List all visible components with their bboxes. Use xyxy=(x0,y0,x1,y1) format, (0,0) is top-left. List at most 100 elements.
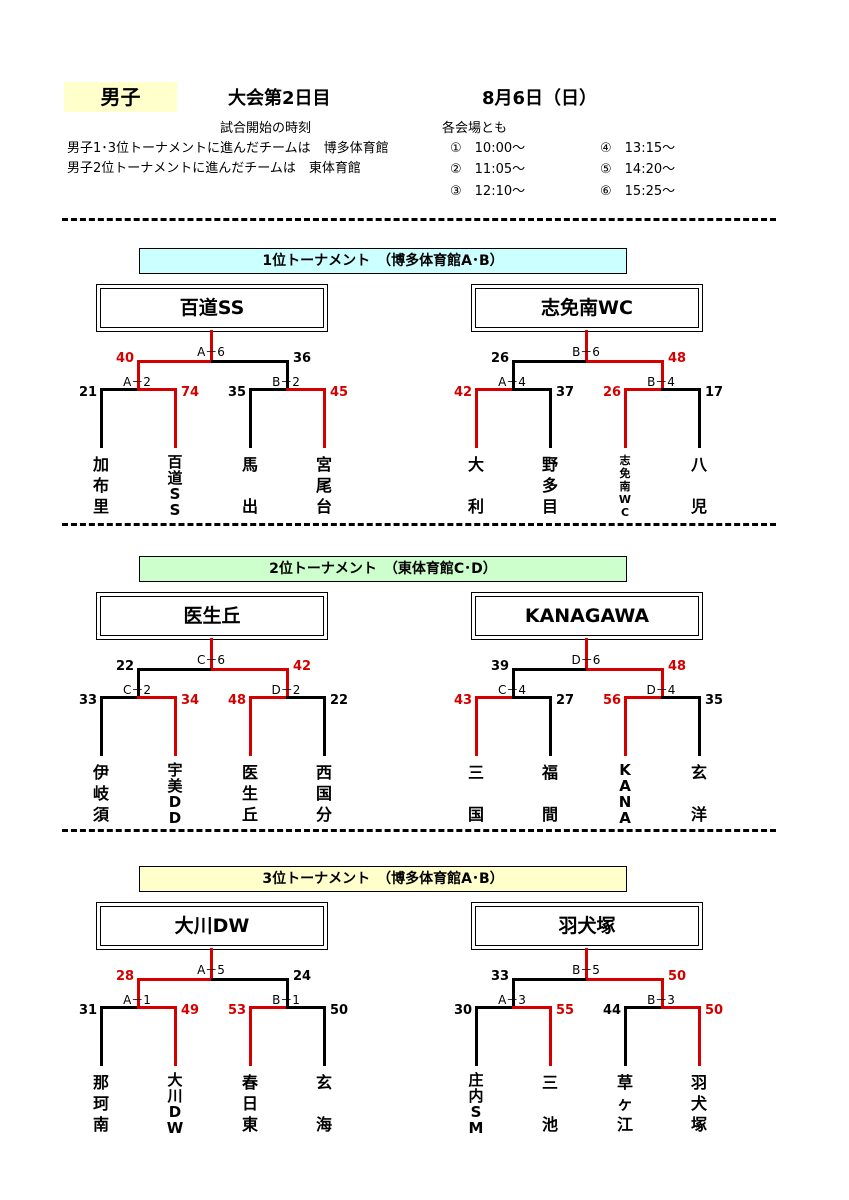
score: 35 xyxy=(227,385,247,400)
team-name: 草ヶ江 xyxy=(616,1073,633,1134)
bracket-line xyxy=(323,1006,326,1066)
bracket-line xyxy=(137,1006,176,1009)
score: 42 xyxy=(292,659,312,674)
match-label: C－4 xyxy=(497,683,526,697)
team-name: 医生丘 xyxy=(241,763,258,824)
bracket-line xyxy=(698,696,701,756)
team-name: 福 間 xyxy=(541,763,558,824)
bracket-line xyxy=(137,668,212,671)
bracket-line xyxy=(624,696,627,756)
bracket-line xyxy=(137,360,140,391)
team-name: 加布里 xyxy=(92,455,109,516)
score: 27 xyxy=(555,693,575,708)
match-label: A－6 xyxy=(197,345,225,359)
bracket-line xyxy=(475,388,478,448)
team-name: 玄 洋 xyxy=(690,763,707,824)
divider xyxy=(62,829,776,832)
bracket-line xyxy=(286,1006,325,1009)
champion-box: 志免南WC xyxy=(471,284,703,332)
team-name: 馬 出 xyxy=(241,455,258,516)
section-title: 3位トーナメント （博多体育館A･B） xyxy=(139,866,627,892)
bracket-line xyxy=(512,978,515,1009)
score: 49 xyxy=(180,1003,200,1018)
team-name: 春日東 xyxy=(241,1073,258,1134)
bracket-line xyxy=(512,668,587,671)
bracket-line xyxy=(286,696,325,699)
bracket-line xyxy=(698,1006,701,1066)
bracket-line xyxy=(475,696,478,756)
time-slot-4: ④ 13:15～ xyxy=(600,141,676,156)
champion-box: 羽犬塚 xyxy=(471,902,703,950)
score: 48 xyxy=(227,693,247,708)
bracket-line xyxy=(137,978,140,1009)
score: 43 xyxy=(453,693,473,708)
bracket-line xyxy=(661,978,664,1009)
bracket-line xyxy=(585,948,588,981)
bracket-line xyxy=(661,360,664,391)
bracket-line xyxy=(475,696,513,699)
time-slot-1: ① 10:00～ xyxy=(450,141,526,156)
note-line-1: 男子1･3位トーナメントに進んだチームは 博多体育館 xyxy=(67,141,389,156)
bracket-line xyxy=(475,1006,478,1066)
score: 56 xyxy=(602,693,622,708)
bracket-line xyxy=(211,360,288,363)
team-name: 那珂南 xyxy=(92,1073,109,1134)
divider xyxy=(62,218,776,221)
divider xyxy=(62,523,776,526)
bracket-line xyxy=(475,1006,513,1009)
time-slot-5: ⑤ 14:20～ xyxy=(600,162,676,177)
bracket-line xyxy=(512,978,587,981)
bracket-line xyxy=(585,330,588,363)
match-label: C－2 xyxy=(122,683,151,697)
bracket-line xyxy=(249,388,287,391)
match-label: B－1 xyxy=(272,993,300,1007)
bracket-line xyxy=(661,668,664,699)
team-name: 宮尾台 xyxy=(315,455,332,516)
tournament-day: 大会第2日目 xyxy=(228,88,331,109)
score: 33 xyxy=(490,969,510,984)
score: 45 xyxy=(329,385,349,400)
bracket-line xyxy=(249,388,252,448)
match-label: D－4 xyxy=(646,683,676,697)
start-time-label: 試合開始の時刻 xyxy=(220,121,312,136)
bracket-line xyxy=(586,668,663,671)
bracket-line xyxy=(475,388,513,391)
score: 42 xyxy=(453,385,473,400)
match-label: D－6 xyxy=(571,653,601,667)
bracket-line xyxy=(137,696,176,699)
score: 40 xyxy=(115,351,135,366)
note-line-2: 男子2位トーナメントに進んだチームは 東体育館 xyxy=(67,161,361,176)
bracket-line xyxy=(286,978,289,1009)
bracket-line xyxy=(174,696,177,756)
score: 36 xyxy=(292,351,312,366)
bracket-line xyxy=(661,696,700,699)
match-label: B－5 xyxy=(572,963,600,977)
champion-box: 百道SS xyxy=(96,284,328,332)
match-label: A－4 xyxy=(498,375,526,389)
bracket-line xyxy=(624,1006,662,1009)
bracket-line xyxy=(512,388,551,391)
team-name: 羽犬塚 xyxy=(690,1073,707,1134)
champion-box: 大川DW xyxy=(96,902,328,950)
score: 74 xyxy=(180,385,200,400)
bracket-line xyxy=(249,1006,252,1066)
bracket-line xyxy=(210,948,213,981)
bracket-line xyxy=(624,1006,627,1066)
match-label: A－1 xyxy=(123,993,151,1007)
bracket-line xyxy=(286,388,325,391)
team-name: 大 利 xyxy=(467,455,484,516)
team-name: 玄 海 xyxy=(315,1073,332,1134)
score: 22 xyxy=(115,659,135,674)
bracket-line xyxy=(211,978,288,981)
bracket-line xyxy=(585,638,588,671)
score: 22 xyxy=(329,693,349,708)
venue-note-label: 各会場とも xyxy=(442,121,508,136)
score: 17 xyxy=(704,385,724,400)
champion-box: 医生丘 xyxy=(96,592,328,640)
bracket-line xyxy=(698,388,701,448)
bracket-line xyxy=(586,360,663,363)
bracket-line xyxy=(137,668,140,699)
bracket-line xyxy=(174,1006,177,1066)
